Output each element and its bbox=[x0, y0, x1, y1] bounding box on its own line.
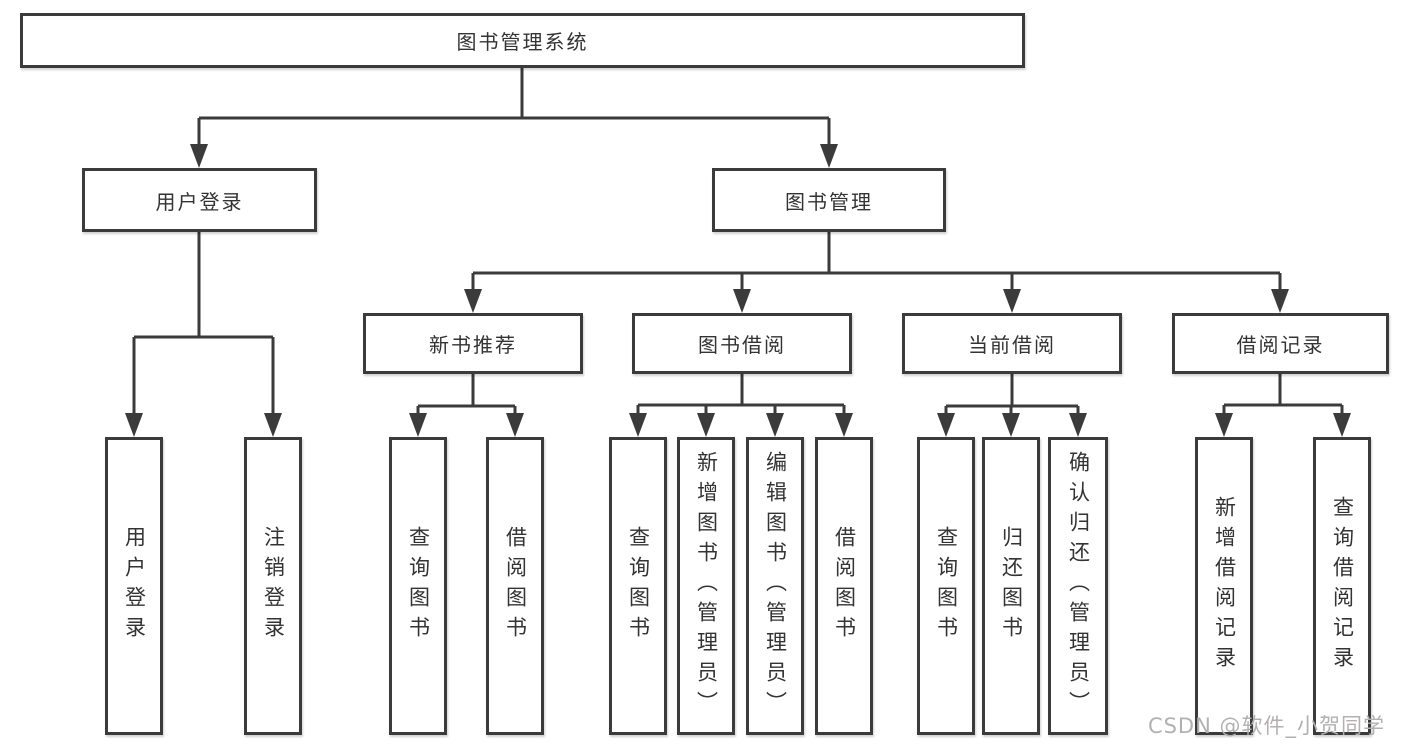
node-label: 用户登录 bbox=[155, 189, 244, 214]
connector-new-book-to-leaves bbox=[416, 374, 517, 415]
node-current-borrow: 当前借阅 bbox=[902, 313, 1122, 374]
leaf-query-book-borrow: 查询图书 bbox=[609, 437, 667, 735]
node-root: 图书管理系统 bbox=[20, 13, 1025, 68]
node-label: 图书管理系统 bbox=[456, 30, 589, 54]
leaf-add-book-admin: 新增图书（管理员） bbox=[677, 437, 735, 735]
leaf-query-book-current: 查询图书 bbox=[917, 437, 975, 735]
node-book-borrow: 图书借阅 bbox=[632, 313, 852, 374]
node-label: 查询图书 bbox=[626, 526, 651, 646]
node-label: 确认归还（管理员） bbox=[1066, 451, 1091, 721]
connector-book-mgmt-to-level3 bbox=[471, 232, 1282, 291]
leaf-borrow-book: 借阅图书 bbox=[815, 437, 873, 735]
node-borrow-records: 借阅记录 bbox=[1172, 313, 1389, 374]
connector-root-to-level2 bbox=[197, 68, 831, 146]
connector-user-login-to-leaves bbox=[132, 232, 275, 415]
node-label: 图书管理 bbox=[785, 189, 873, 214]
node-label: 归还图书 bbox=[999, 526, 1024, 646]
arrowheads bbox=[125, 144, 1351, 437]
node-label: 借阅图书 bbox=[832, 526, 857, 646]
node-label: 新书推荐 bbox=[429, 333, 517, 357]
leaf-query-borrow-record: 查询借阅记录 bbox=[1313, 437, 1371, 735]
connector-current-borrow-to-leaves bbox=[944, 374, 1080, 415]
node-label: 查询借阅记录 bbox=[1330, 496, 1355, 676]
node-label: 图书借阅 bbox=[698, 333, 786, 357]
node-label: 当前借阅 bbox=[968, 333, 1056, 357]
watermark-text: CSDN @软件_小贺同学 bbox=[1147, 714, 1385, 738]
node-label: 新增借阅记录 bbox=[1212, 496, 1237, 676]
leaf-confirm-return-admin: 确认归还（管理员） bbox=[1048, 437, 1108, 735]
leaf-edit-book-admin: 编辑图书（管理员） bbox=[746, 437, 804, 735]
leaf-return-book: 归还图书 bbox=[982, 437, 1040, 735]
leaf-query-book-recommend: 查询图书 bbox=[389, 437, 447, 735]
node-label: 用户登录 bbox=[122, 526, 147, 646]
node-label: 注销登录 bbox=[261, 526, 286, 646]
node-new-book-recommend: 新书推荐 bbox=[363, 313, 583, 374]
node-label: 查询图书 bbox=[934, 526, 959, 646]
node-label: 借阅图书 bbox=[503, 526, 528, 646]
connector-borrow-records-to-leaves bbox=[1222, 374, 1344, 415]
connector-book-borrow-to-leaves bbox=[636, 374, 846, 415]
leaf-logout: 注销登录 bbox=[244, 437, 302, 735]
node-label: 编辑图书（管理员） bbox=[763, 451, 788, 721]
node-label: 查询图书 bbox=[406, 526, 431, 646]
node-label: 新增图书（管理员） bbox=[694, 451, 719, 721]
node-label: 借阅记录 bbox=[1236, 333, 1325, 357]
node-book-management: 图书管理 bbox=[712, 168, 946, 232]
leaf-borrow-book-recommend: 借阅图书 bbox=[486, 437, 544, 735]
leaf-add-borrow-record: 新增借阅记录 bbox=[1195, 437, 1253, 735]
node-user-login: 用户登录 bbox=[82, 168, 317, 232]
leaf-user-login: 用户登录 bbox=[105, 437, 163, 735]
